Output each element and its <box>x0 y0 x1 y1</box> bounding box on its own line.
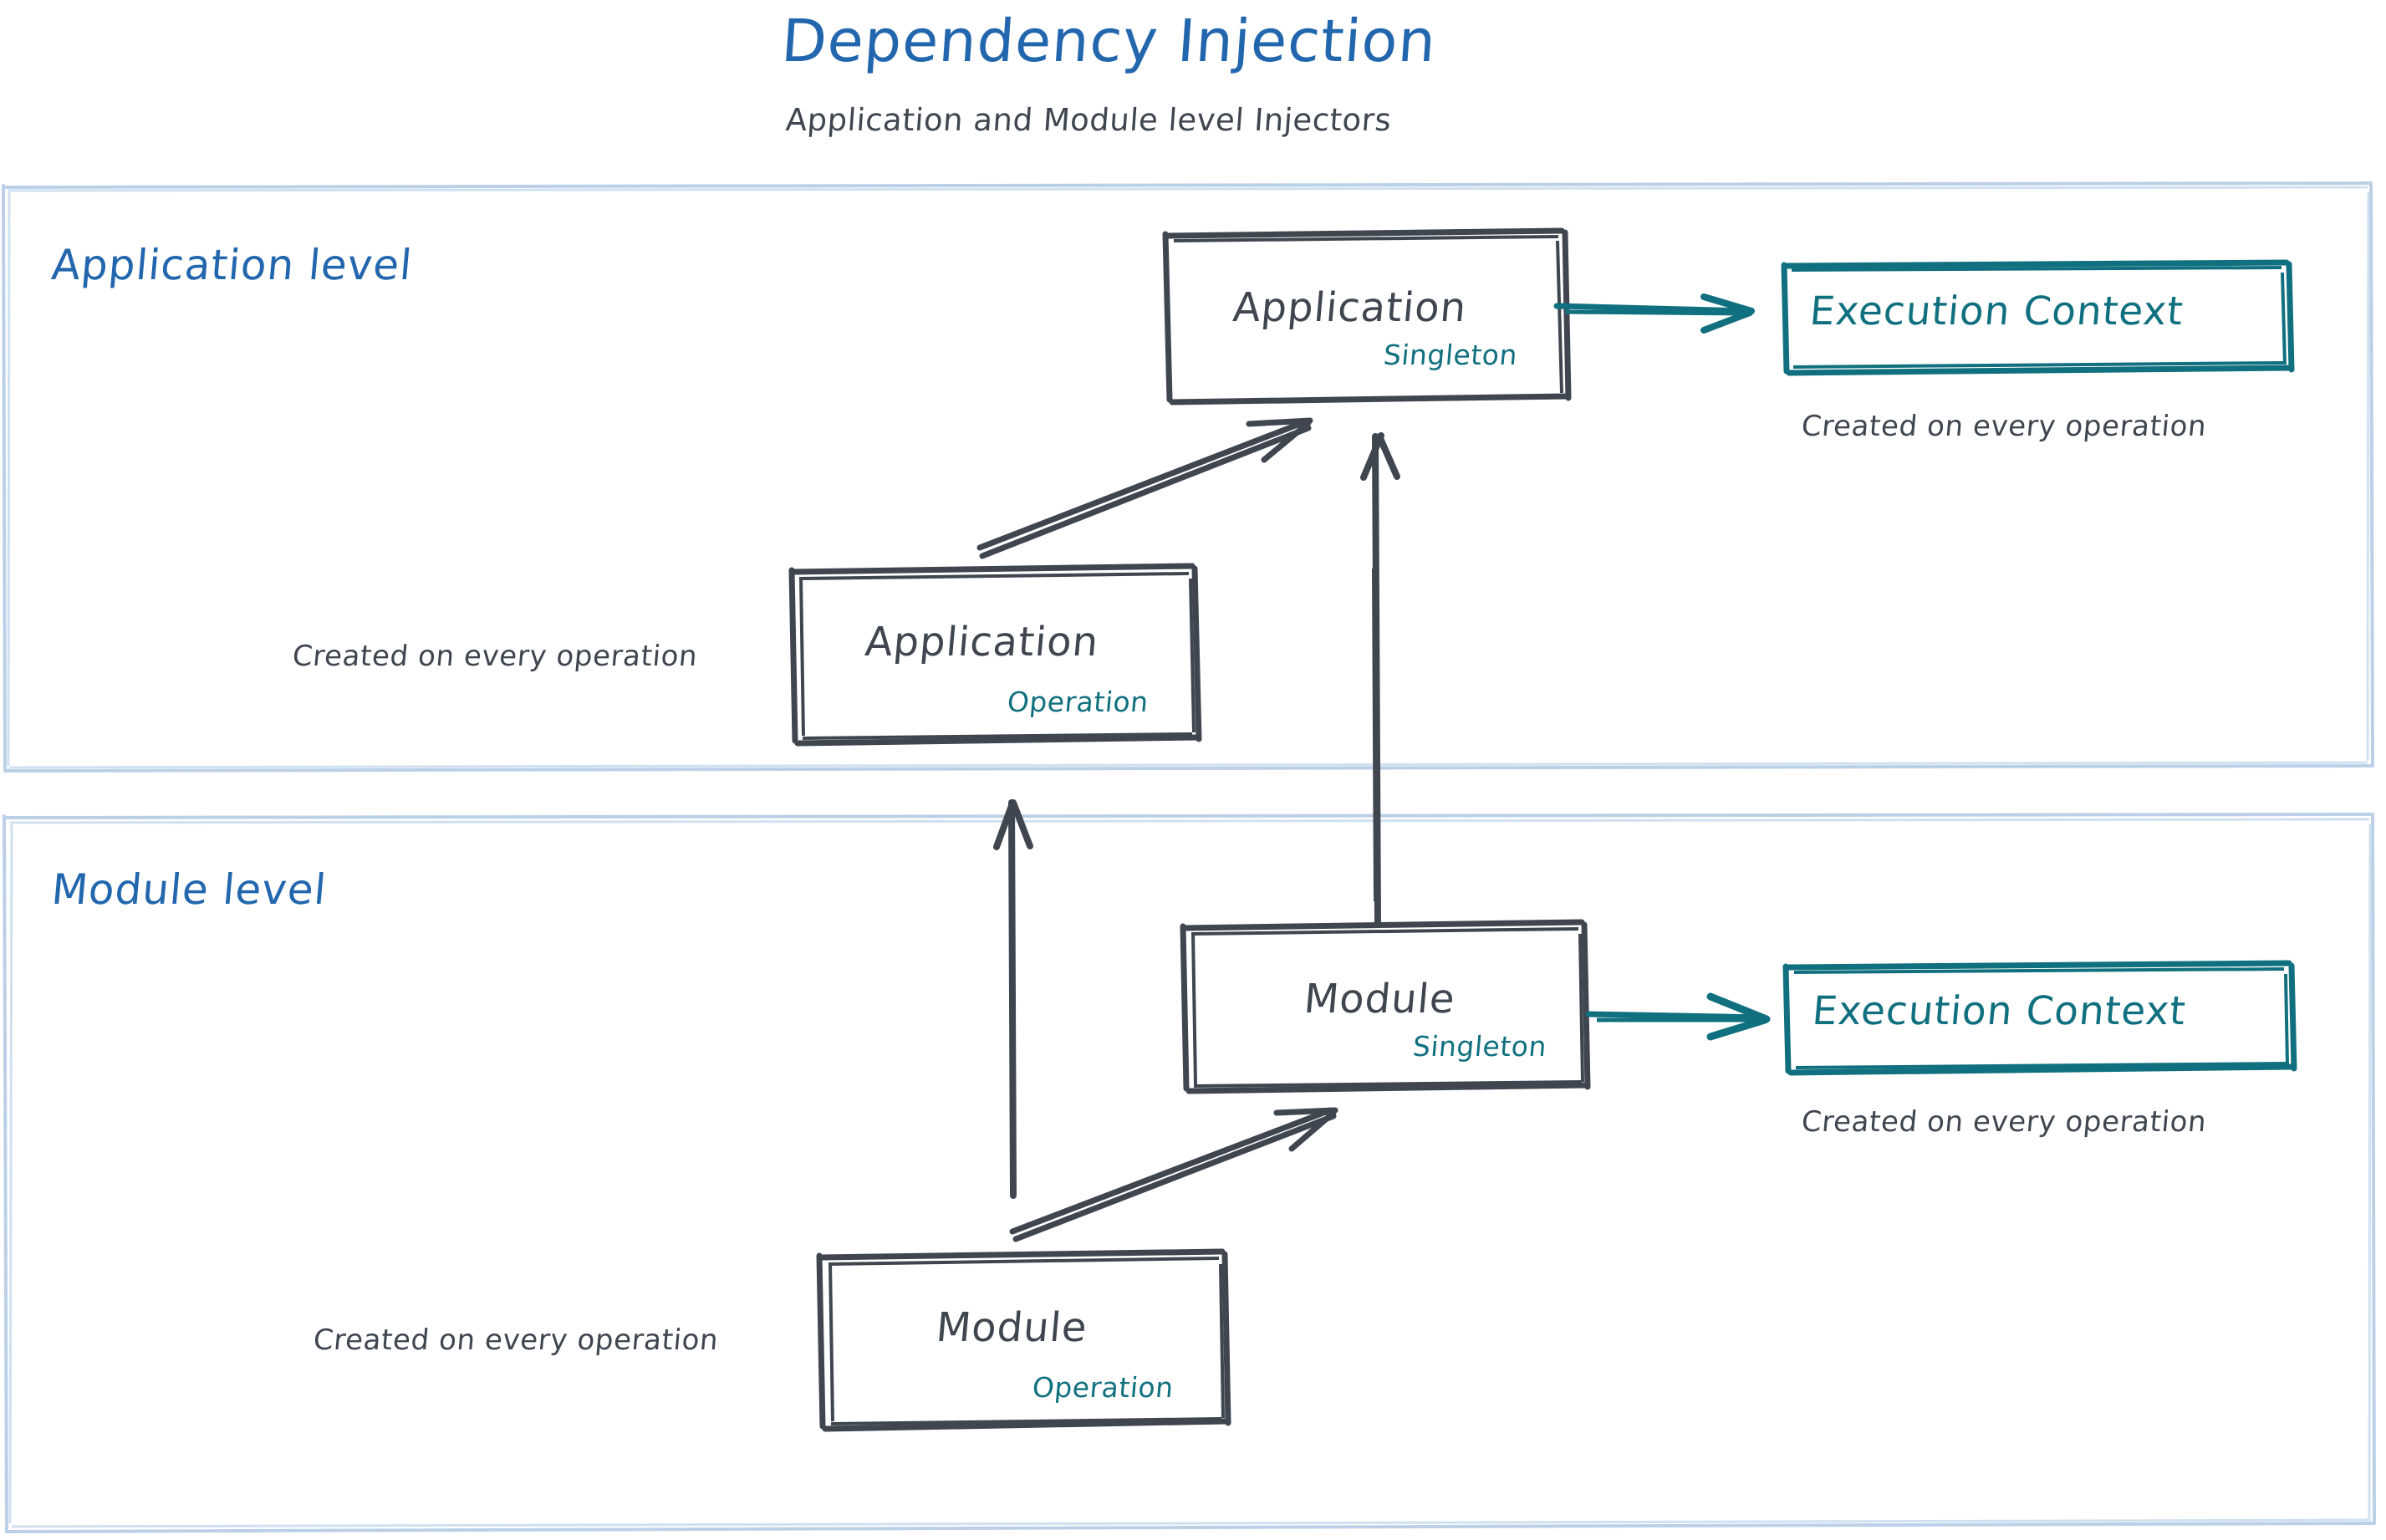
arrow-module-operation-to-module-singleton <box>1009 1107 1338 1242</box>
caption-application-operation: Created on every operation <box>291 640 699 673</box>
page-title: Dependency Injection <box>779 7 1439 75</box>
caption-application-execution-context: Created on every operation <box>1800 410 2208 443</box>
caption-module-execution-context: Created on every operation <box>1800 1105 2208 1139</box>
arrow-application-to-execution-context <box>1553 293 1755 334</box>
node-label-application-execution-context: Execution Context <box>1807 288 2186 334</box>
node-label-application-singleton: Application <box>1231 284 1469 331</box>
node-sublabel-module-operation: Operation <box>1031 1371 1175 1404</box>
page-subtitle: Application and Module level Injectors <box>784 102 1393 138</box>
node-label-module-execution-context: Execution Context <box>1810 988 2189 1034</box>
section-title-module-level: Module level <box>49 865 329 914</box>
arrow-application-operation-to-singleton <box>976 417 1313 559</box>
node-label-module-operation: Module <box>934 1304 1089 1351</box>
node-sublabel-application-operation: Operation <box>1006 686 1150 718</box>
arrow-module-singleton-to-application-singleton <box>1360 432 1400 926</box>
arrow-module-to-execution-context <box>1585 992 1771 1041</box>
node-label-application-operation: Application <box>863 619 1101 665</box>
node-label-module-singleton: Module <box>1302 976 1457 1022</box>
node-sublabel-module-singleton: Singleton <box>1411 1030 1548 1063</box>
caption-module-operation: Created on every operation <box>312 1323 720 1357</box>
arrow-module-operation-to-application-level <box>993 799 1033 1199</box>
node-sublabel-application-singleton: Singleton <box>1382 339 1519 371</box>
section-box-module-level <box>3 813 2376 1533</box>
section-title-application-level: Application level <box>49 241 415 289</box>
